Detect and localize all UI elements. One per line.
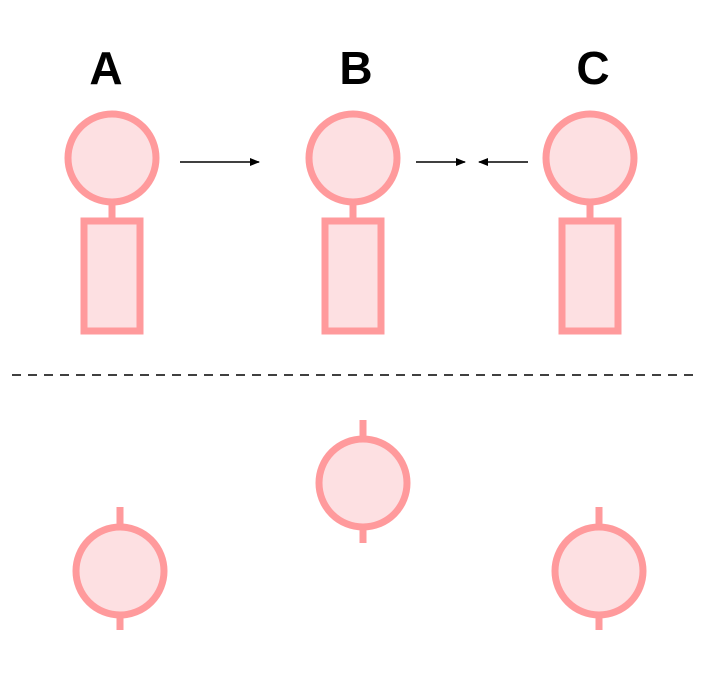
molecule-a-head [64,110,160,206]
lower-head-c-circle [551,523,647,619]
label-a: A [89,42,122,94]
molecule-b-head [305,110,401,206]
lower-head-a-circle [72,523,168,619]
label-c: C [576,42,609,94]
molecule-b [305,110,401,335]
lower-head-b-circle [315,435,411,531]
lower-head-a [72,507,168,630]
molecule-a-tail [80,217,144,335]
molecule-c-head [542,110,638,206]
molecule-a [64,110,160,335]
lower-head-c [551,507,647,630]
molecule-c [542,110,638,335]
molecule-b-tail [321,217,385,335]
lower-head-b [315,420,411,543]
molecule-c-tail [558,217,622,335]
label-b: B [339,42,372,94]
